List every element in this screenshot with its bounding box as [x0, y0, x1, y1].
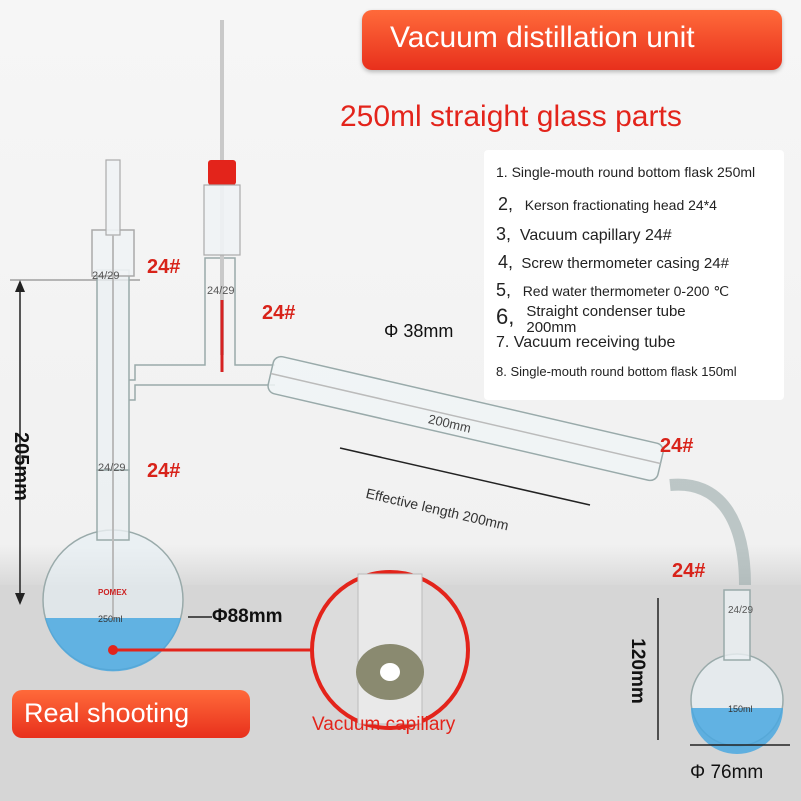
subtitle: 250ml straight glass parts [340, 100, 682, 133]
flask-volume-mark: 250ml [98, 614, 123, 624]
spec-num: 4, [498, 252, 514, 272]
vacuum-capillary-tube [105, 159, 121, 236]
spec-num: 2, [498, 194, 514, 214]
spec-num: 1. [496, 164, 508, 180]
spec-text: Single-mouth round bottom flask 150ml [510, 364, 737, 379]
spec-text: Vacuum capillary 24# [519, 227, 672, 244]
spec-item: 1. Single-mouth round bottom flask 250ml [496, 164, 755, 180]
spec-text: Screw thermometer casing 24# [521, 255, 729, 272]
capillary-caption: Vacuum capillary [312, 714, 456, 735]
height-dimension-label: 205mm [9, 432, 32, 501]
flask-diameter-label: Φ88mm [212, 606, 283, 627]
title-banner: Vacuum distillation unit [362, 10, 782, 70]
joint-label: 24# [147, 256, 181, 278]
effective-length-line [339, 447, 591, 506]
spec-item: 3, Vacuum capillary 24# [496, 224, 672, 245]
joint-mark: 24/29 [207, 285, 235, 297]
flask-volume-mark: 150ml [728, 704, 753, 714]
spec-item: 7. Vacuum receiving tube [496, 334, 675, 352]
spec-text: Single-mouth round bottom flask 250ml [511, 164, 756, 180]
spec-item: 4, Screw thermometer casing 24# [498, 252, 729, 273]
joint-label: 24# [672, 560, 706, 582]
spec-text: Kerson fractionating head 24*4 [524, 197, 717, 213]
spec-num: 3, [496, 224, 512, 244]
thermometer-red-cap [208, 160, 236, 185]
spec-num: 6, [496, 304, 515, 329]
spec-list: 1. Single-mouth round bottom flask 250ml… [484, 150, 784, 400]
flask-liquid [45, 618, 181, 672]
side-arm [129, 257, 275, 381]
joint-mark: 24/29 [92, 270, 120, 282]
spec-num: 7. [496, 334, 510, 351]
joint-label: 24# [660, 435, 694, 457]
spec-num: 5, [496, 280, 512, 300]
receiver-height-label: 120mm [626, 638, 648, 704]
condenser-diameter-label: Φ 38mm [384, 321, 454, 341]
brand-mark: POMEX [98, 588, 127, 597]
spec-text: Vacuum receiving tube [513, 334, 676, 351]
receiver-diameter-label: Φ 76mm [690, 762, 764, 783]
joint-label: 24# [262, 302, 296, 324]
joint-mark: 24/29 [728, 605, 754, 616]
spec-item: 8. Single-mouth round bottom flask 150ml [496, 364, 737, 379]
spec-item: 6, Straight condenser tube 200mm [496, 304, 756, 336]
spec-text: Red water thermometer 0-200 ℃ [522, 283, 730, 299]
spec-text: Straight condenser tube 200mm [526, 303, 686, 336]
spec-item: 2, Kerson fractionating head 24*4 [498, 194, 717, 215]
thermometer-casing [203, 184, 241, 256]
vacuum-receiving-tube [669, 478, 751, 586]
joint-mark: 24/29 [98, 462, 126, 474]
real-shooting-badge: Real shooting [12, 690, 250, 738]
spec-item: 5, Red water thermometer 0-200 ℃ [496, 280, 729, 301]
joint-label: 24# [147, 460, 181, 482]
spec-num: 8. [496, 364, 507, 379]
